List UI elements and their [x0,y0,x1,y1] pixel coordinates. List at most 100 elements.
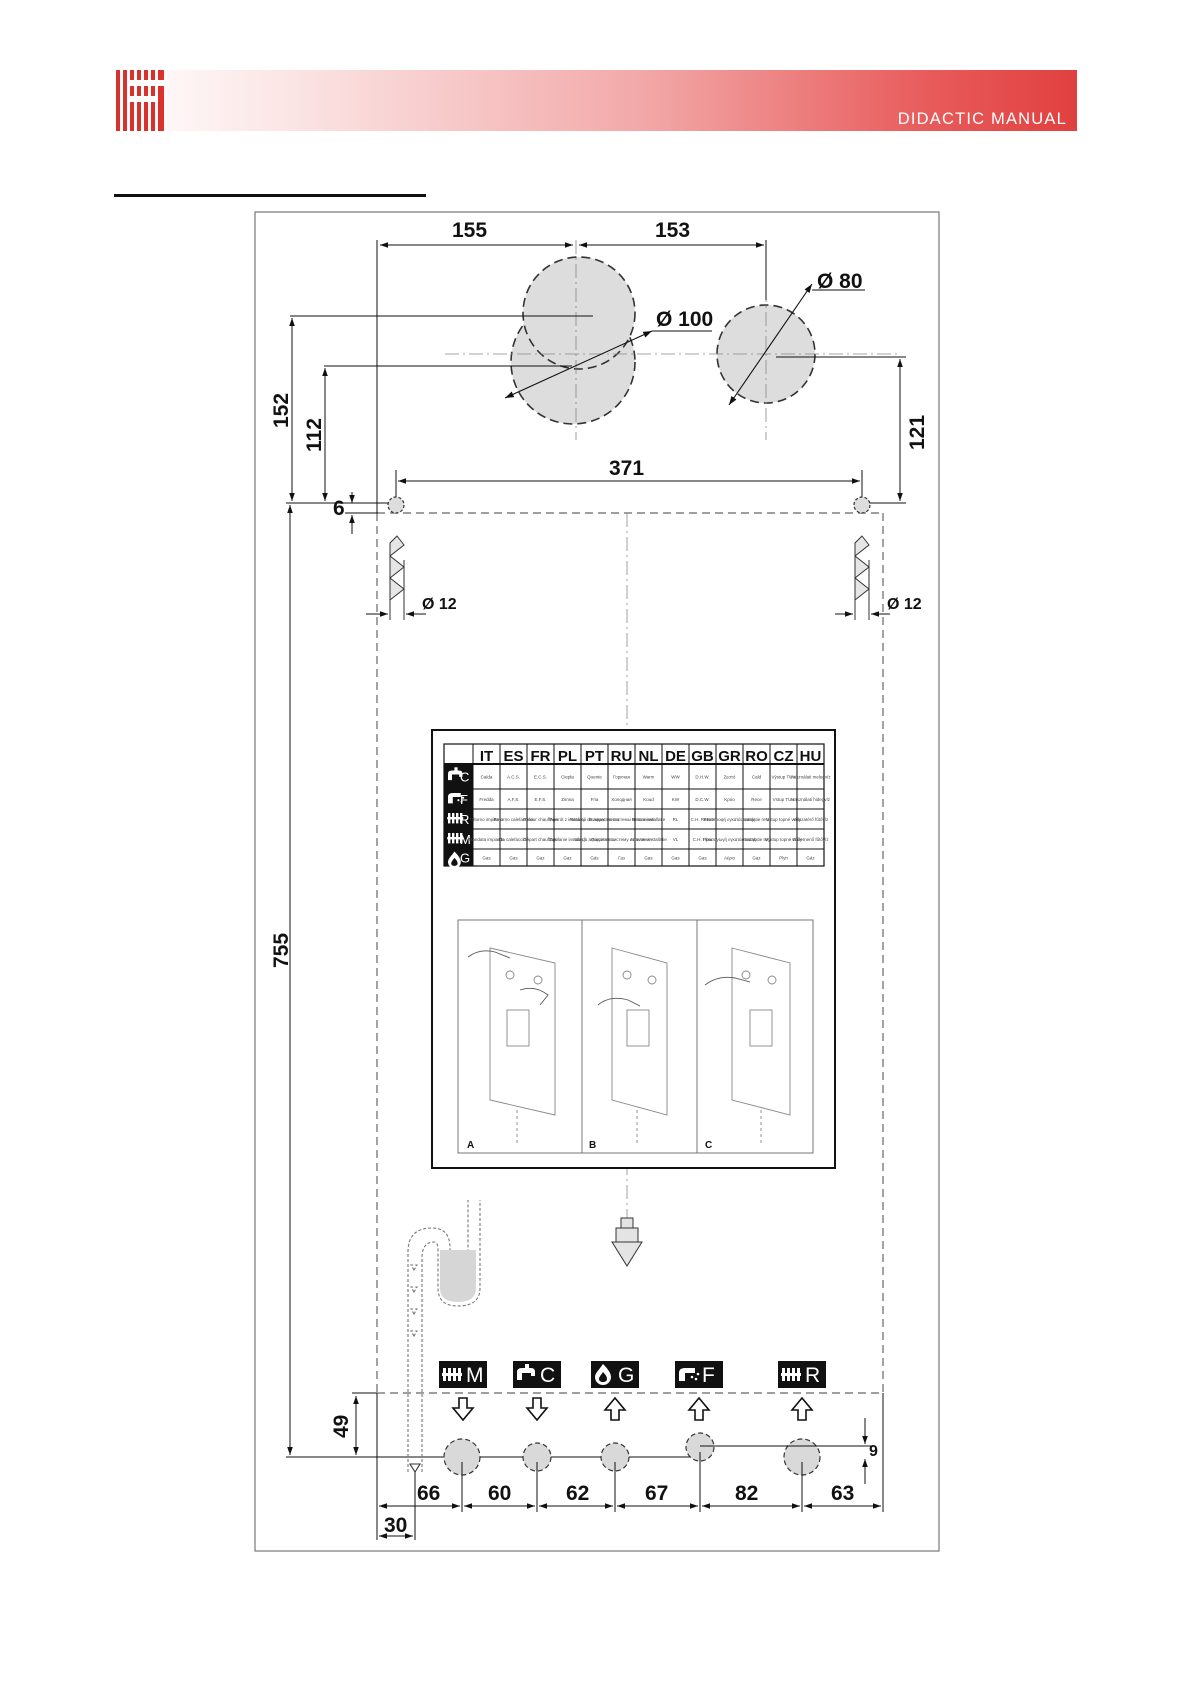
dim-112: 112 [303,418,326,452]
left-wall-plug [389,535,405,620]
dim-152: 152 [270,393,293,428]
table-header-de: DE [665,748,686,765]
dim-82: 82 [735,1482,758,1505]
table-cell: Retorno calefacción [494,817,534,822]
table-cell: Ida do aquecimento [575,837,615,842]
dim-60: 60 [488,1482,511,1505]
badge-letter: M [466,1364,484,1387]
flue-circles [510,256,816,425]
table-header-pl: PL [558,748,577,765]
dim-755: 755 [270,933,293,968]
dim-30: 30 [384,1514,407,1537]
table-cell: KW [672,797,680,802]
table-cell: Gaz [563,856,572,861]
table-cell: Επιστροφή εγκατάστασης [704,816,756,822]
dim-121: 121 [906,415,929,450]
table-cell: Instalatie retur [742,817,771,822]
row-letter: C [460,770,469,785]
table-cell: Retorno do aquecimento [570,817,620,822]
badge-letter: R [805,1364,820,1387]
table-cell: D.H.W. [695,775,709,780]
table-header-ro: RO [745,748,768,765]
arrow-up-icon [790,1396,814,1421]
section-underline [114,194,426,197]
table-cell: Départ chauffage [523,837,558,842]
dim-155: 155 [452,219,487,242]
table-cell: Powrót z instalacji [549,817,585,822]
header-band [114,70,1077,131]
table-header-ru: RU [611,748,633,765]
table-cell: Προσαγωγή εγκατάστασης [703,836,757,842]
table-cell: Gas [644,856,653,861]
arrow-down-icon [451,1397,475,1422]
table-cell: Quente [587,775,602,780]
table-cell: Горячая [613,775,630,780]
dim-49: 49 [330,1415,353,1438]
table-cell: Koud [643,797,654,802]
brand-logo-icon [116,70,164,131]
table-cell: Aanvoer installatie [630,837,667,842]
row-letter: G [460,851,470,866]
table-cell: Подача в систему отопления [591,837,652,842]
table-cell: Ζεστό [724,774,736,780]
badge-letter: C [540,1364,555,1387]
table-cell: Fredda [479,797,494,802]
table-cell: Gas [671,856,680,861]
table-cell: Gas [698,856,707,861]
badge-f: F [675,1361,723,1421]
table-cell: Gáz [806,856,815,861]
table-cell: D.C.W. [695,797,709,802]
table-header-gb: GB [691,748,714,765]
right-wall-plug [854,535,870,620]
step-label-c: C [705,1140,712,1151]
table-cell: Rece [751,797,762,802]
table-cell: Retour installatie [632,817,666,822]
arrow-up-icon [687,1396,711,1421]
table-cell: Warm [643,775,655,780]
table-cell: WW [671,775,680,780]
dim-63: 63 [831,1482,854,1505]
boiler-outline [376,512,884,1394]
table-cell: Gas [482,856,491,861]
drawing-frame [254,211,940,1552]
pipe-circles [443,1432,821,1476]
plumb-bob-icon [611,1217,643,1267]
badge-g: G [591,1361,639,1421]
table-cell: Fria [591,797,599,802]
badge-letter: F [702,1364,715,1387]
condensate-siphon [407,1200,481,1474]
table-cell: A.F.S. [507,797,519,802]
dim-371: 371 [609,457,644,480]
table-cell: Használati melegvíz [790,775,831,780]
table-cell: Κρύο [724,796,735,802]
left-bracket-hole [387,496,405,514]
table-cell: Gaz [536,856,545,861]
row-letter: F [460,792,468,807]
badge-m: M [439,1361,487,1422]
table-header-hu: HU [800,748,822,765]
table-cell: Zimna [561,797,574,802]
table-cell: Visszatérő fűtővíz [793,817,829,822]
table-cell: Výstup TUV [772,775,796,780]
table-cell: Calda [481,775,493,780]
table-cell: Ida calefacción [498,837,529,842]
table-cell: RL [673,817,679,822]
table-cell: Plyn [779,856,788,861]
dim-right-diameter-12: Ø 12 [887,596,922,613]
table-cell: Výstup topné vody [765,837,803,842]
badge-letter: G [618,1364,634,1387]
table-cell: Használati hidegvíz [791,797,831,802]
dim-diameter-80: Ø 80 [817,270,863,293]
dim-9: 9 [869,1443,878,1460]
dim-153: 153 [655,219,690,242]
dim-diameter-100: Ø 100 [656,308,713,331]
right-bracket-hole [853,496,871,514]
table-cell: Zasilanie instalacji [549,837,586,842]
dim-66: 66 [417,1482,440,1505]
